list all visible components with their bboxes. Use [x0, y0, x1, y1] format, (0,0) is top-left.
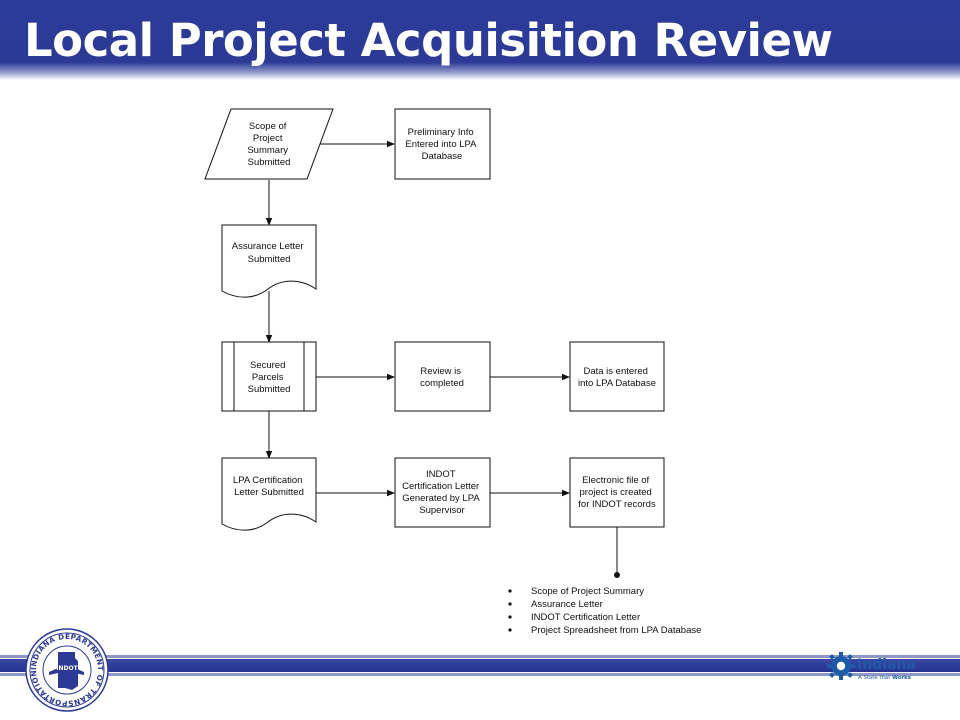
list-item-text: Assurance Letter — [531, 599, 603, 610]
node-indot-cert-shape — [394, 457, 491, 528]
footer-stripe — [0, 655, 960, 658]
node-data-entered-shape — [569, 341, 665, 412]
node-secured-label: Secured Parcels Submitted — [248, 360, 291, 395]
node-lpa-cert-shape — [221, 457, 317, 531]
page-title: Local Project Acquisition Review — [24, 14, 833, 67]
bullet-icon — [508, 602, 512, 606]
list-item: Scope of Project Summary — [508, 586, 644, 597]
node-assurance-shape — [221, 224, 317, 298]
node-secured-shape — [221, 341, 317, 412]
svg-text:INDOT: INDOT — [56, 665, 78, 672]
node-scope-label: Scope of Project Summary Submitted — [247, 121, 290, 168]
node-review-shape — [394, 341, 491, 412]
list-item: INDOT Certification Letter — [508, 612, 640, 623]
svg-text:A State that Works: A State that Works — [858, 675, 911, 681]
node-indot-cert-label: INDOT Certification Letter Generated by … — [402, 469, 482, 516]
list-item: Assurance Letter — [508, 599, 603, 610]
node-prelim-label: Preliminary Info Entered into LPA Databa… — [405, 127, 478, 162]
node-electronic-shape — [569, 457, 665, 528]
file-contents-list: Scope of Project Summary Assurance Lette… — [508, 586, 701, 636]
footer-bar — [0, 659, 960, 672]
bullet-icon — [508, 615, 512, 619]
list-item-text: Scope of Project Summary — [531, 586, 644, 597]
svg-text:Indiana: Indiana — [857, 657, 916, 673]
node-assurance-label: Assurance Letter Submitted — [232, 241, 306, 265]
node-electronic-label: Electronic file of project is created fo… — [578, 475, 656, 510]
footer-stripe — [0, 673, 960, 676]
node-prelim-shape — [394, 108, 491, 180]
connector-endpoint-dot — [614, 572, 620, 578]
list-item: Project Spreadsheet from LPA Database — [508, 625, 701, 636]
bullet-icon — [508, 628, 512, 632]
indiana-logo: Indiana A State that Works — [827, 652, 916, 681]
title-bar: Local Project Acquisition Review — [0, 0, 960, 80]
list-item-text: INDOT Certification Letter — [531, 612, 640, 623]
indot-seal-icon: INDIANA DEPARTMENT OF TRANSPORTATION IND… — [25, 628, 109, 712]
bullet-icon — [508, 589, 512, 593]
node-review-label: Review is completed — [420, 366, 464, 389]
node-lpa-cert-label: LPA Certification Letter Submitted — [233, 475, 305, 498]
gear-icon — [827, 652, 855, 680]
connectors — [265, 140, 618, 574]
node-data-entered-label: Data is entered into LPA Database — [578, 366, 656, 389]
list-item-text: Project Spreadsheet from LPA Database — [531, 625, 701, 636]
node-scope-shape — [204, 108, 334, 180]
